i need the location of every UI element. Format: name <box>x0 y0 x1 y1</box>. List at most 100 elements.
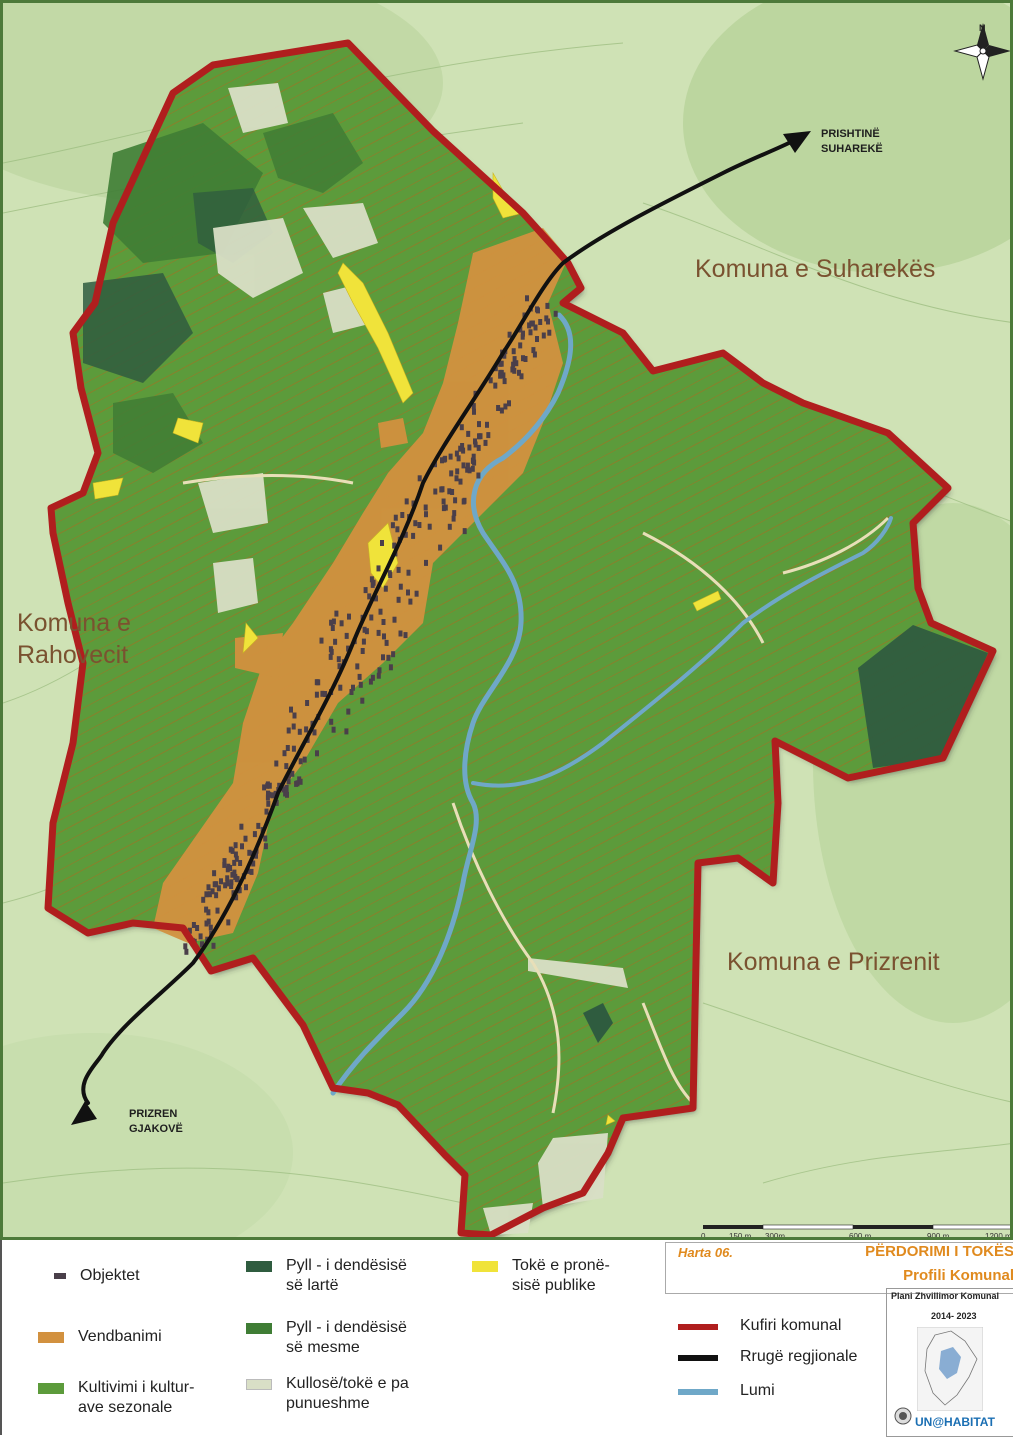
legend-kullose-text: Kullosë/tokë e pa punueshme <box>286 1374 409 1414</box>
direction-south-west: PRIZREN GJAKOVË <box>129 1107 183 1137</box>
legend-toke-line1: Tokë e pronë- <box>512 1257 610 1274</box>
building <box>392 542 397 549</box>
un-habitat-logo: UN@HABITAT <box>915 1415 995 1429</box>
building <box>535 306 539 313</box>
building <box>262 784 267 791</box>
building <box>363 587 368 594</box>
building <box>381 619 386 625</box>
building <box>191 922 196 928</box>
building <box>225 875 230 882</box>
building <box>277 782 282 789</box>
building <box>298 778 303 785</box>
building <box>329 718 334 725</box>
building <box>361 638 366 645</box>
building <box>384 639 389 646</box>
legend-kultivimi-text: Kultivimi i kultur- ave sezonale <box>78 1378 194 1418</box>
legend-vendbanimi-text: Vendbanimi <box>78 1328 162 1345</box>
building <box>200 941 204 948</box>
building <box>488 377 493 384</box>
legend-pyll-mesme: Pyll - i dendësisë së mesme <box>246 1318 407 1358</box>
building <box>531 347 536 354</box>
building <box>264 808 269 815</box>
direction-gjakove: GJAKOVË <box>129 1123 183 1135</box>
building <box>222 858 227 865</box>
legend-kultivimi: Kultivimi i kultur- ave sezonale <box>38 1378 194 1418</box>
building <box>486 432 491 439</box>
building <box>507 400 511 407</box>
building <box>517 369 521 376</box>
legend-toke-line2: sisë publike <box>512 1277 596 1294</box>
legend-lumi-text: Lumi <box>740 1382 775 1399</box>
building <box>471 453 476 460</box>
building <box>398 630 403 637</box>
building <box>433 488 438 495</box>
legend-pyll-larte: Pyll - i dendësisë së lartë <box>246 1256 407 1296</box>
building <box>392 616 397 623</box>
building <box>499 407 504 414</box>
building <box>528 329 533 336</box>
building <box>360 648 365 654</box>
map-title: PËRDORIMI I TOKËS <box>865 1243 1013 1260</box>
building <box>266 790 270 797</box>
map-subtitle: Profili Komunal <box>903 1267 1013 1284</box>
building <box>369 614 374 621</box>
legend-vendbanimi: Vendbanimi <box>38 1327 162 1347</box>
building <box>263 835 268 842</box>
building <box>319 637 324 644</box>
building <box>470 465 475 472</box>
building <box>441 498 446 505</box>
building <box>274 799 279 806</box>
building <box>346 645 351 652</box>
building <box>297 728 302 735</box>
building <box>229 879 234 886</box>
building <box>289 706 293 713</box>
building <box>413 520 418 527</box>
building <box>417 522 422 528</box>
building <box>440 486 445 493</box>
building <box>424 511 428 518</box>
building <box>334 610 339 617</box>
legend-kullose-line2: punueshme <box>286 1395 370 1412</box>
public-land <box>92 171 722 1126</box>
legend-pyll-mesme-text: Pyll - i dendësisë së mesme <box>286 1318 407 1358</box>
building <box>292 712 297 719</box>
label-prizren: Komuna e Prizrenit <box>727 948 940 976</box>
building <box>443 455 448 462</box>
building <box>520 333 525 340</box>
building <box>483 439 488 446</box>
building <box>364 628 369 635</box>
building <box>477 421 481 428</box>
building <box>380 540 384 546</box>
building <box>471 403 476 410</box>
building <box>285 745 290 751</box>
building <box>388 664 393 671</box>
building <box>284 790 289 797</box>
building <box>511 348 516 355</box>
building <box>450 489 455 495</box>
building <box>183 943 188 950</box>
building <box>512 367 517 374</box>
land-use-map: N 0 150 m 300m 600 m 900 m 1200 m Komuna… <box>0 0 1013 1240</box>
building <box>355 663 360 670</box>
building <box>525 295 529 302</box>
building <box>518 342 523 349</box>
scale-150: 150 m <box>729 1232 752 1240</box>
building <box>298 758 303 765</box>
building <box>370 674 375 681</box>
building <box>333 638 338 645</box>
legend-rruge: Rrugë regjionale <box>678 1347 857 1367</box>
swatch-road <box>678 1355 718 1361</box>
streams <box>182 474 890 1114</box>
building <box>518 326 523 333</box>
building <box>391 651 396 658</box>
building <box>329 619 334 626</box>
swatch-pasture <box>246 1379 272 1390</box>
building <box>291 723 296 730</box>
building <box>344 632 349 639</box>
building <box>376 565 381 572</box>
building <box>270 792 275 799</box>
legend-pyll-larte-text: Pyll - i dendësisë së lartë <box>286 1256 407 1296</box>
building <box>383 585 388 592</box>
building <box>473 441 478 448</box>
building <box>349 689 354 695</box>
